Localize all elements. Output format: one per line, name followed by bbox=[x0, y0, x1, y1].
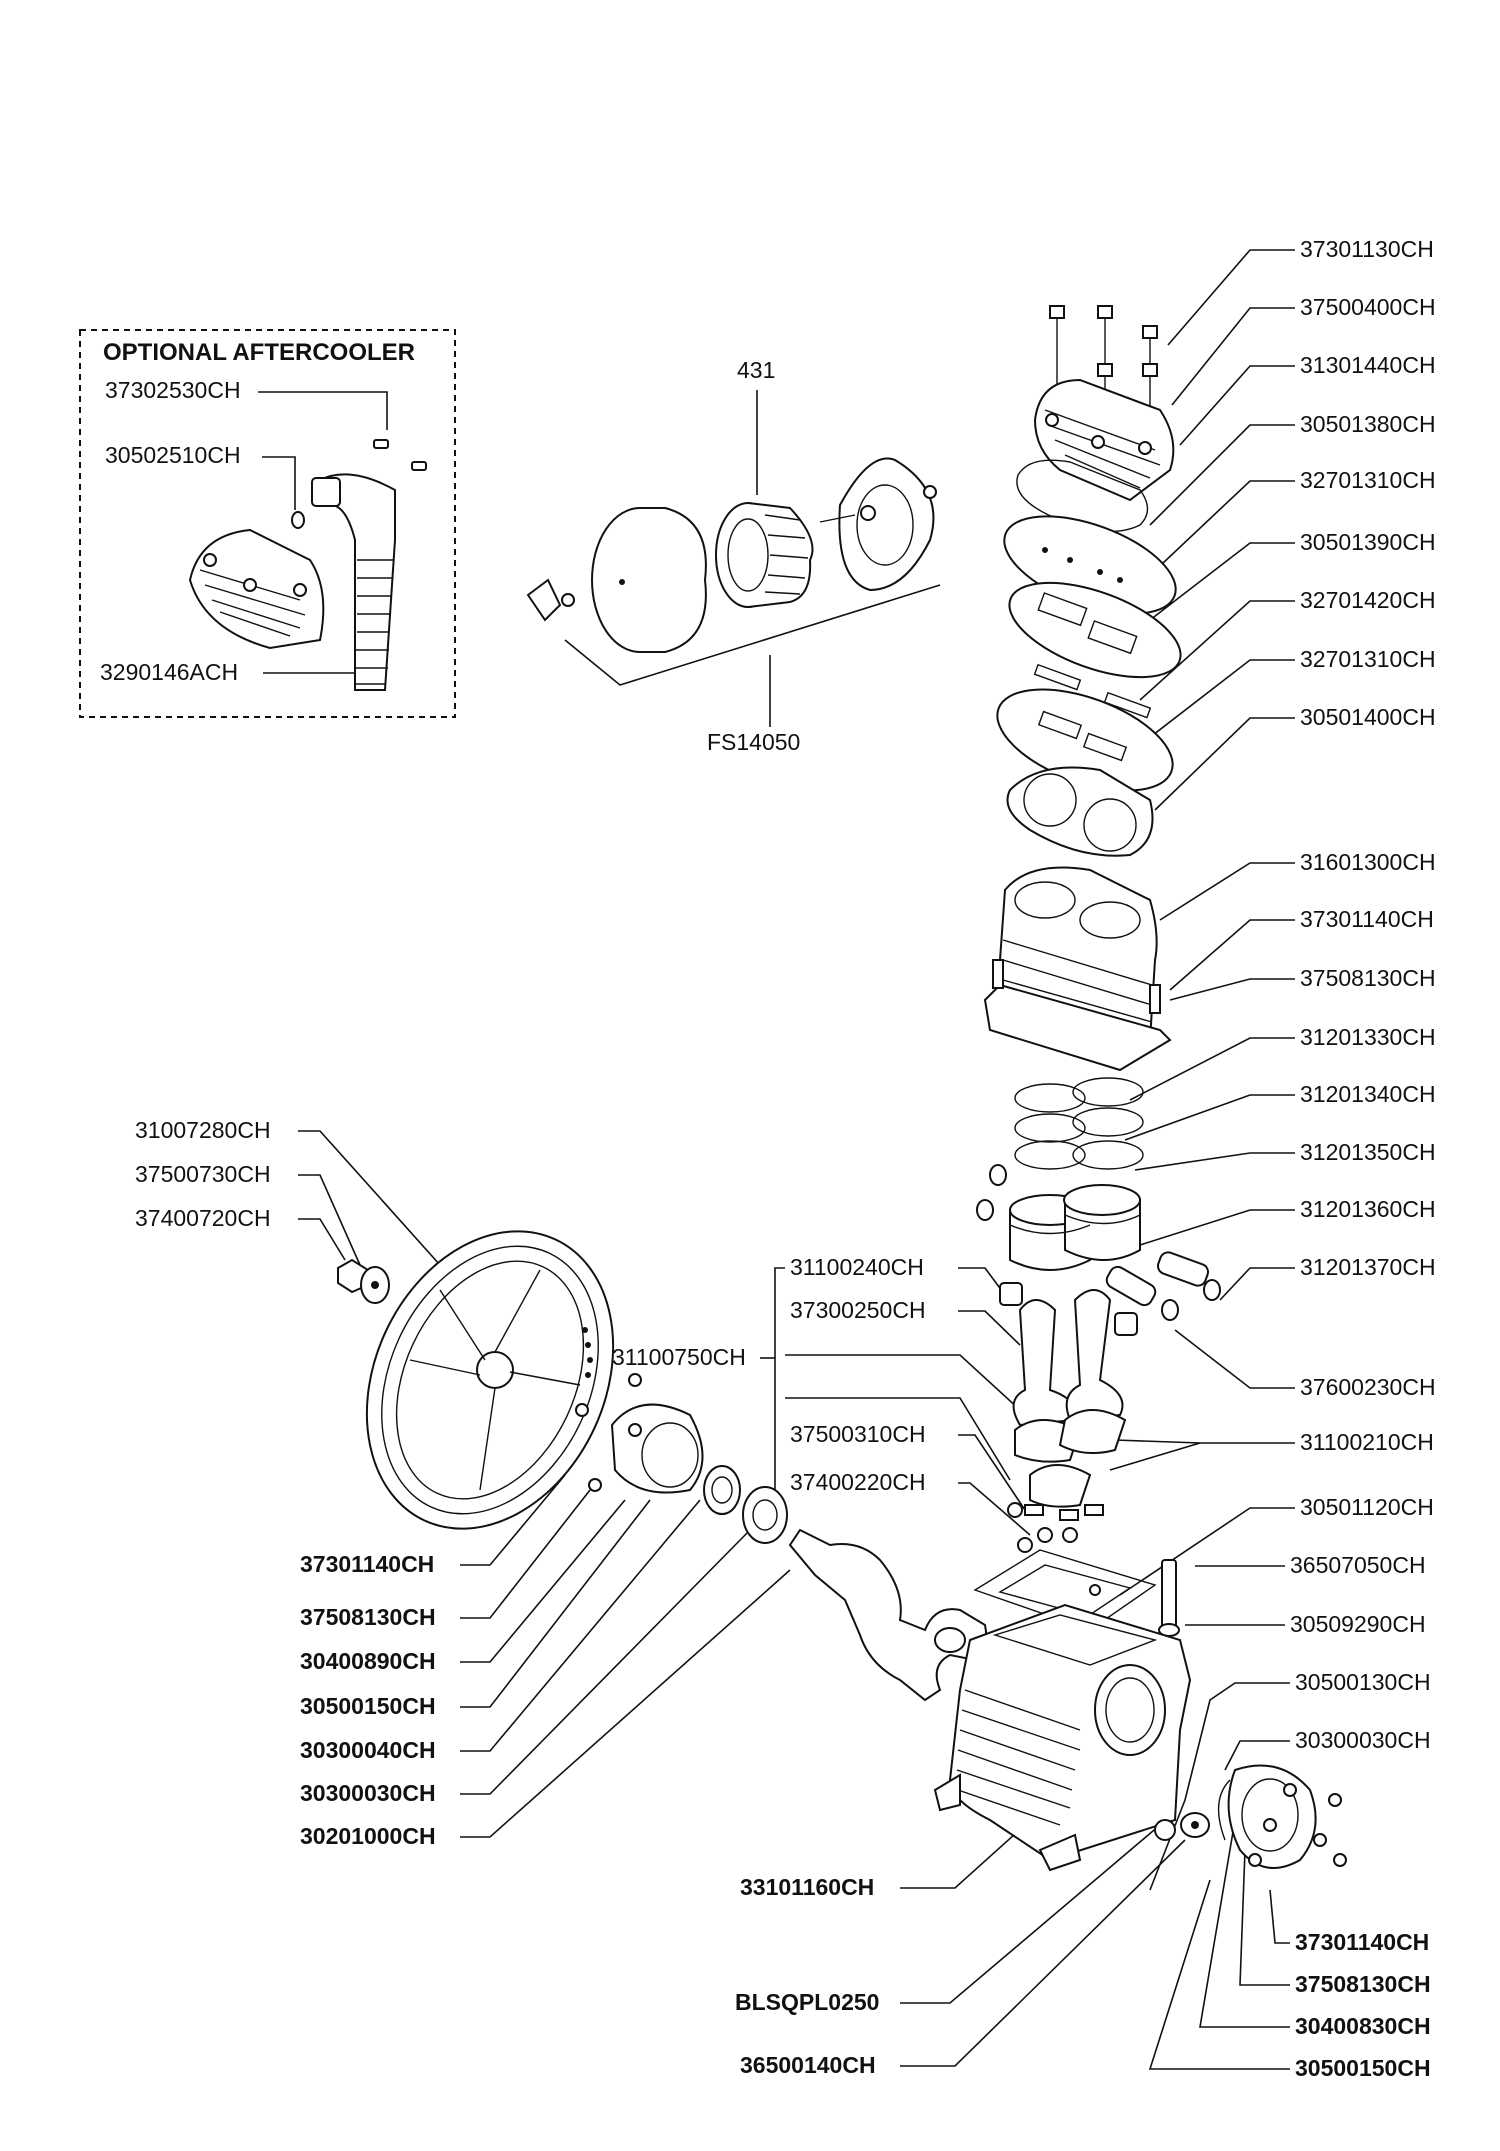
valve-gasket-icon bbox=[1008, 581, 1182, 679]
filter-top-label: 431 bbox=[737, 357, 775, 383]
part-label: 33101160CH bbox=[740, 1874, 874, 1900]
part-label: 30400890CH bbox=[300, 1648, 436, 1674]
part-label: 31601300CH bbox=[1300, 849, 1436, 875]
part-label: 30500130CH bbox=[1295, 1669, 1431, 1695]
flywheel-icon bbox=[365, 1230, 615, 1530]
drain-plug-icon bbox=[1154, 1812, 1210, 1841]
part-label: 30500150CH bbox=[1295, 2055, 1431, 2081]
part-label: 31100210CH bbox=[1300, 1429, 1434, 1455]
head-gasket-icon bbox=[1016, 459, 1149, 533]
part-label: 31007280CH bbox=[135, 1117, 271, 1143]
right-bottom-labels: 37301140CH 37508130CH 30400830CH 3050015… bbox=[1148, 1819, 1431, 2081]
piston-rings-icon bbox=[976, 1077, 1144, 1221]
cylinder-gasket-icon bbox=[1006, 766, 1154, 857]
part-label: 31100750CH bbox=[612, 1344, 746, 1370]
left-bottom-labels: 37301140CH 37508130CH 30400890CH 3050015… bbox=[300, 1474, 791, 1849]
part-label: 37500310CH bbox=[790, 1421, 926, 1447]
filter-cover-icon bbox=[591, 507, 707, 653]
aftercooler-bolt-icon bbox=[373, 439, 427, 471]
cylinder-block-icon bbox=[983, 866, 1172, 1072]
aftercooler-label: 3290146ACH bbox=[100, 659, 238, 685]
aftercooler-section: OPTIONAL AFTERCOOLER 37302530CH 30502510… bbox=[79, 329, 456, 718]
part-label: 37400720CH bbox=[135, 1205, 271, 1231]
part-label: 37500400CH bbox=[1300, 294, 1436, 320]
bearings-icon bbox=[703, 1465, 788, 1544]
wing-nut-icon bbox=[526, 578, 575, 622]
dipstick-icon bbox=[1158, 1559, 1180, 1637]
part-label: 37301140CH bbox=[1300, 906, 1434, 932]
part-label: 36500140CH bbox=[740, 2052, 876, 2078]
aftercooler-label: 30502510CH bbox=[105, 442, 241, 468]
valve-plate-lower-icon bbox=[996, 688, 1174, 792]
part-label: 32701310CH bbox=[1300, 646, 1436, 672]
air-filter-section: 431 FS14050 bbox=[526, 357, 941, 755]
right-labels: 37301130CH 37500400CH 31301440CH 3050138… bbox=[1109, 236, 1436, 1891]
part-label: 37400220CH bbox=[790, 1469, 926, 1495]
part-label: 30300030CH bbox=[1295, 1727, 1431, 1753]
part-label: 31201350CH bbox=[1300, 1139, 1436, 1165]
filter-base-icon bbox=[819, 457, 937, 592]
part-label: 31201370CH bbox=[1300, 1254, 1436, 1280]
aftercooler-label: 37302530CH bbox=[105, 377, 241, 403]
part-label: 30300030CH bbox=[300, 1780, 436, 1806]
pistons-icon bbox=[1009, 1184, 1141, 1271]
aftercooler-title: OPTIONAL AFTERCOOLER bbox=[103, 339, 415, 366]
bottom-labels: 33101160CH BLSQPL0250 36500140CH bbox=[735, 1824, 1186, 2078]
part-label: 30501390CH bbox=[1300, 529, 1436, 555]
part-label: 37300250CH bbox=[790, 1297, 926, 1323]
aftercooler-pipe-icon bbox=[311, 473, 396, 691]
part-label: 37301130CH bbox=[1300, 236, 1434, 262]
part-label: 37508130CH bbox=[300, 1604, 436, 1630]
part-label: 30400830CH bbox=[1295, 2013, 1431, 2039]
aftercooler-head-icon bbox=[188, 528, 325, 650]
part-label: 32701310CH bbox=[1300, 467, 1436, 493]
crankcase-icon bbox=[933, 1603, 1192, 1872]
part-label: 30500150CH bbox=[300, 1693, 436, 1719]
part-label: 37600230CH bbox=[1300, 1374, 1436, 1400]
aftercooler-dashed-box bbox=[79, 329, 456, 718]
part-label: 37508130CH bbox=[1295, 1971, 1431, 1997]
part-label: 30501380CH bbox=[1300, 411, 1436, 437]
cylinder-head-icon bbox=[1033, 378, 1175, 502]
filter-element-icon bbox=[715, 502, 814, 608]
crankshaft-icon bbox=[788, 1528, 988, 1702]
bearing-housing-icon bbox=[575, 1373, 704, 1494]
part-label: 31201330CH bbox=[1300, 1024, 1436, 1050]
part-label: 30300040CH bbox=[300, 1737, 436, 1763]
part-label: 31201360CH bbox=[1300, 1196, 1436, 1222]
part-label: 37500730CH bbox=[135, 1161, 271, 1187]
part-label: 37508130CH bbox=[1300, 965, 1436, 991]
part-label: 30501120CH bbox=[1300, 1494, 1434, 1520]
part-label: 30501400CH bbox=[1300, 704, 1436, 730]
connecting-rods-icon bbox=[1007, 1289, 1127, 1553]
part-label: 37301140CH bbox=[1295, 1929, 1429, 1955]
part-label: 31301440CH bbox=[1300, 352, 1436, 378]
part-label: 32701420CH bbox=[1300, 587, 1436, 613]
part-label: 30201000CH bbox=[300, 1823, 436, 1849]
piston-pins-icon bbox=[999, 1251, 1221, 1336]
part-label: 31201340CH bbox=[1300, 1081, 1436, 1107]
flywheel-nut-icon bbox=[337, 1258, 390, 1304]
head-bolts-icon bbox=[1049, 305, 1158, 435]
part-label: 30509290CH bbox=[1290, 1611, 1426, 1637]
reed-valves-icon bbox=[1033, 663, 1152, 719]
center-labels: 31100240CH 37300250CH 31100750CH 3750031… bbox=[612, 1254, 1031, 1536]
aftercooler-oring-icon bbox=[291, 511, 305, 529]
part-label: 37301140CH bbox=[300, 1551, 434, 1577]
filter-bottom-label: FS14050 bbox=[707, 729, 800, 755]
rear-cover-icon bbox=[1217, 1764, 1347, 1869]
left-labels: 31007280CH 37500730CH 37400720CH bbox=[135, 1117, 441, 1266]
part-label: 31100240CH bbox=[790, 1254, 924, 1280]
part-label: BLSQPL0250 bbox=[735, 1989, 879, 2015]
part-label: 36507050CH bbox=[1290, 1552, 1426, 1578]
